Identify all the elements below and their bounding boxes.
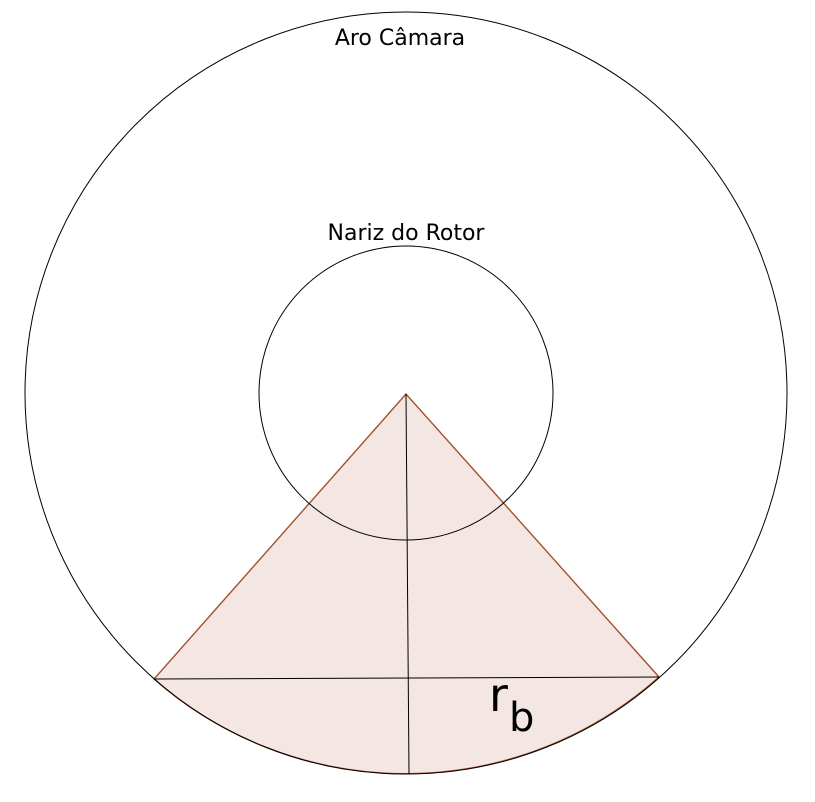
sector-chord-line — [153, 676, 660, 680]
vertical-radius-line — [405, 393, 410, 775]
rotor-nose-label: Nariz do Rotor — [328, 221, 486, 246]
rotor-nose-circle — [258, 245, 554, 541]
chamber-rim-label: Aro Câmara — [335, 26, 465, 51]
radius-label-r: r — [489, 668, 508, 722]
chamber-rim-circle — [24, 11, 788, 775]
radius-label-subscript-b: b — [509, 695, 534, 741]
